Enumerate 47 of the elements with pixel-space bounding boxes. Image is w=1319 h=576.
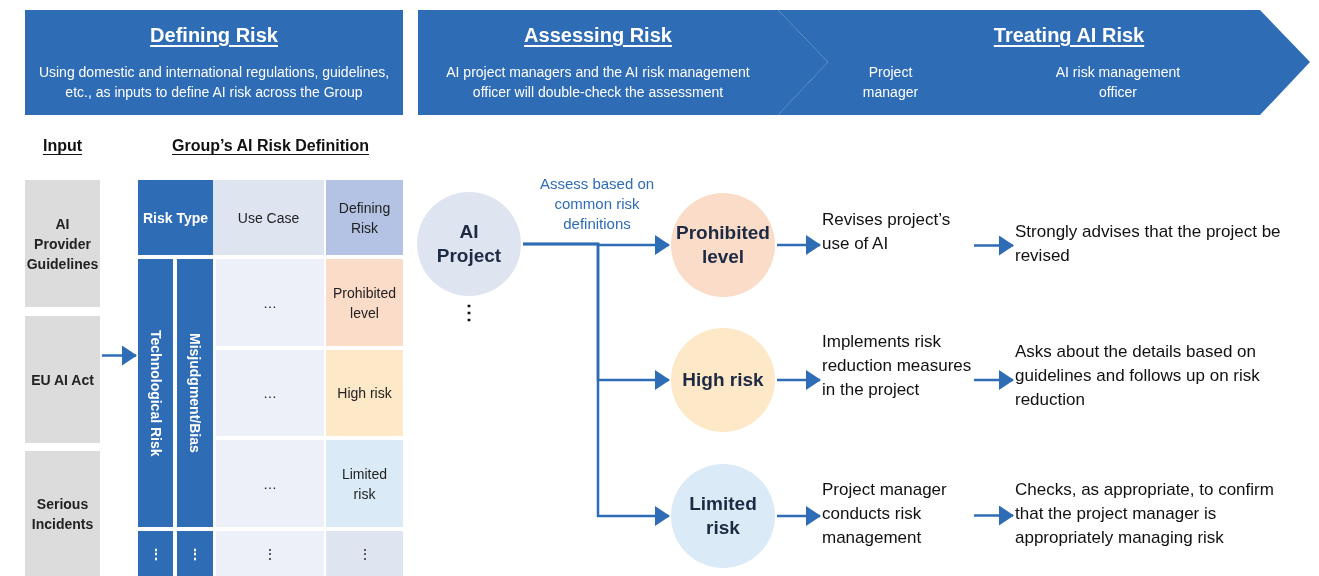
table-cell: ⋮ (326, 531, 403, 576)
table-cell: … (216, 259, 324, 346)
description-text: Revises project’s use of AI (822, 208, 972, 283)
description-text: Project manager conducts risk management (822, 478, 972, 553)
description-text: Implements risk reduction measures in the project (822, 330, 972, 430)
table-cell: ⋮ (138, 531, 173, 576)
arrow (777, 370, 821, 390)
table-cell: Defining Risk (326, 180, 403, 255)
arrow (777, 235, 821, 255)
section-title: Treating AI Risk (992, 24, 1146, 47)
arrow (777, 506, 821, 526)
risk-circle: Prohibited level (671, 193, 775, 297)
description-text: Asks about the details based on guidelines and follows up on risk reduction (1015, 340, 1305, 415)
ellipsis-mark: ⋮ (458, 300, 480, 324)
arrow (974, 235, 1014, 256)
risk-circle: Limited risk (671, 464, 775, 568)
section-description: AI project managers and the AI risk management officer will double-check the assessment (445, 63, 751, 102)
table-cell: High risk (326, 350, 403, 436)
table-cell: ⋮ (216, 531, 324, 576)
role-label: Project manager (861, 63, 920, 102)
section-title: Defining Risk (149, 24, 279, 47)
description-text: Strongly advises that the project be revised (1015, 220, 1305, 270)
arrow (523, 242, 670, 526)
column-heading: Group’s AI Risk Definition (170, 137, 370, 155)
risk-circle: High risk (671, 328, 775, 432)
column-heading: Input (41, 137, 84, 155)
table-cell: Technological Risk (138, 259, 173, 527)
risk-circle: AI Project (417, 192, 521, 296)
table-cell: … (216, 350, 324, 436)
table-cell: Risk Type (138, 180, 213, 255)
input-box: AI Provider Guidelines (25, 180, 100, 307)
input-box: EU AI Act (25, 316, 100, 443)
table-cell: Limited risk (326, 440, 403, 527)
section-description: Using domestic and international regulations, guidelines, etc., as inputs to define AI risk across the Group (37, 63, 391, 102)
table-cell: … (216, 440, 324, 527)
role-label: AI risk management officer (1054, 63, 1182, 102)
description-text: Checks, as appropriate, to confirm that the project manager is appropriately managing risk (1015, 478, 1305, 553)
table-cell: ⋮ (177, 531, 213, 576)
edge-label: Assess based on common risk definitions (538, 174, 656, 234)
arrow (974, 505, 1014, 526)
arrow (102, 345, 137, 366)
table-cell: Prohibited level (326, 259, 403, 346)
arrow (974, 370, 1014, 390)
input-box: Serious Incidents (25, 451, 100, 576)
table-cell: Use Case (213, 180, 324, 255)
section-title: Assessing Risk (523, 24, 673, 47)
table-cell: Misjudgment/Bias (177, 259, 213, 527)
